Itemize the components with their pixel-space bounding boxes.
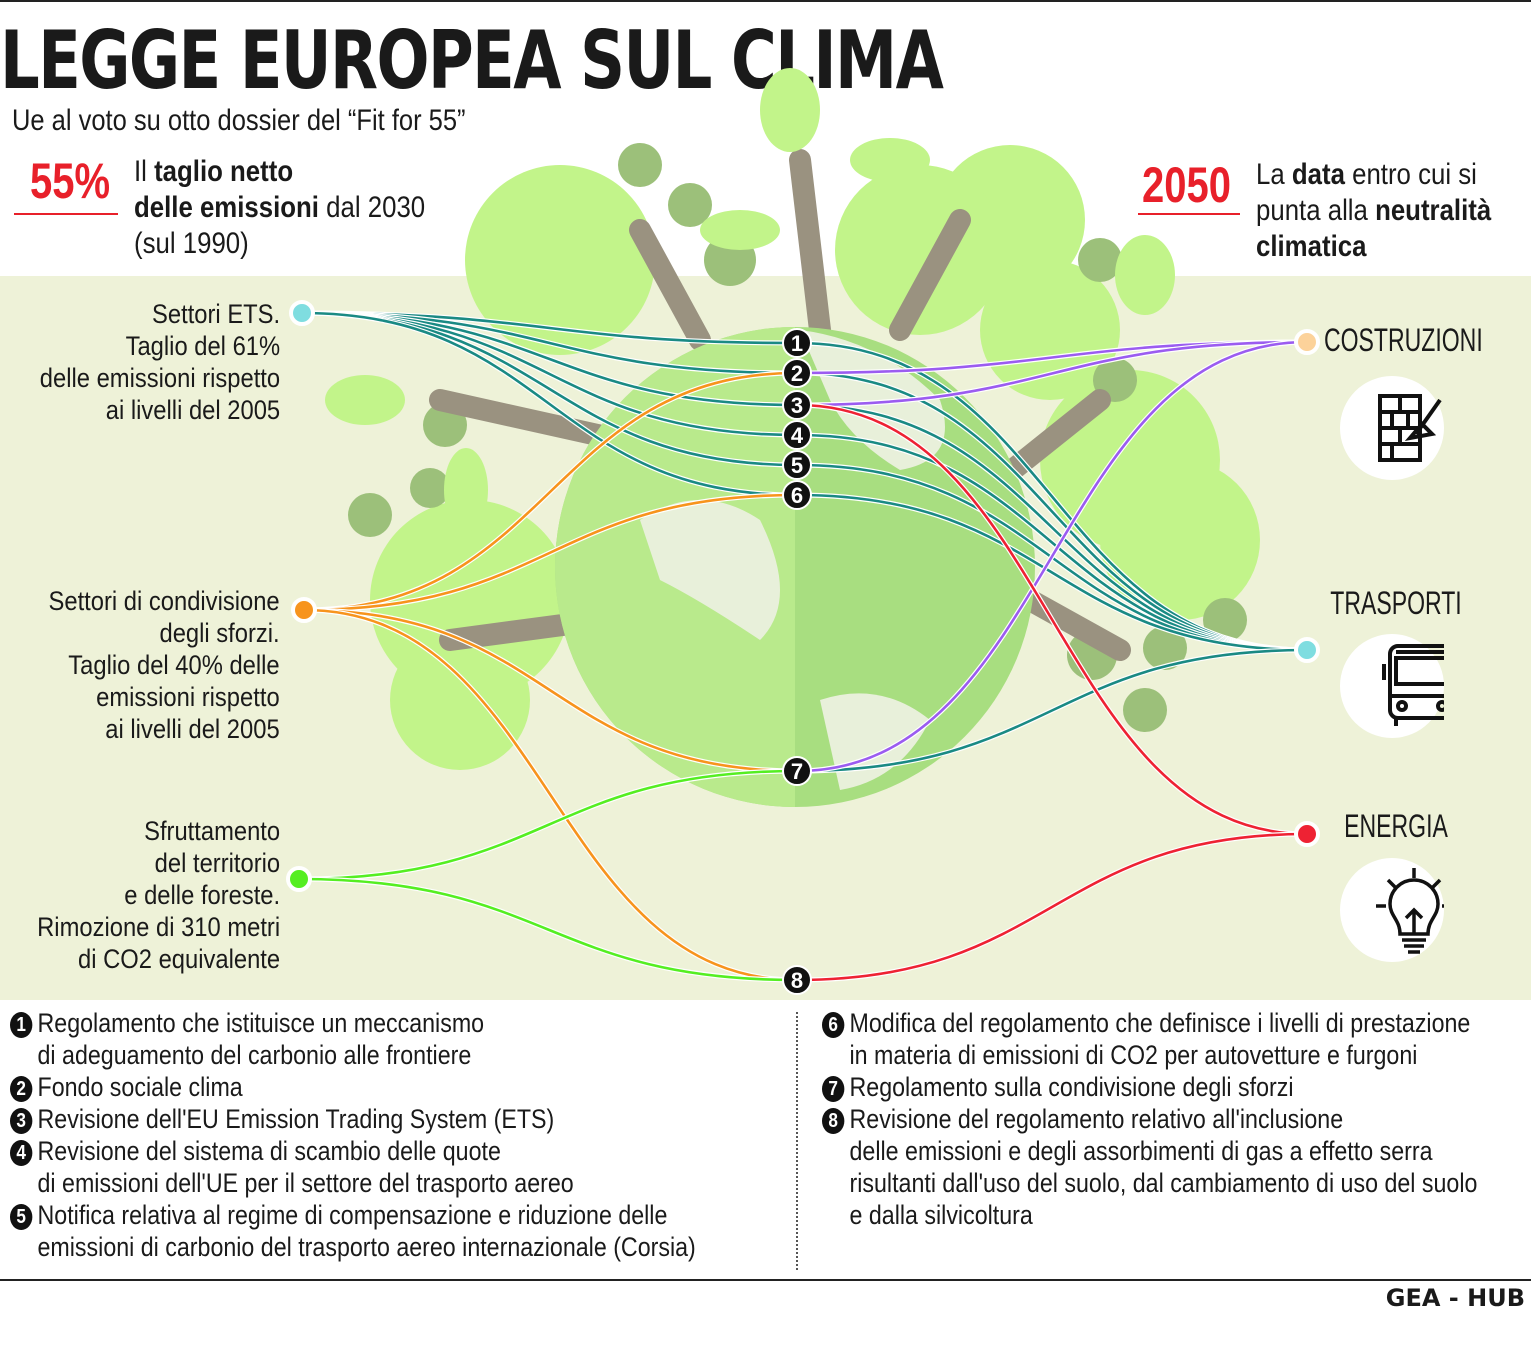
dossier-marker-5: 5 [782, 450, 812, 480]
svg-text:2: 2 [791, 361, 803, 386]
dossier-marker-2: 2 [782, 358, 812, 388]
dossier-marker-3: 3 [782, 390, 812, 420]
node-costruzioni [1294, 329, 1320, 355]
dossier-marker-1: 1 [782, 328, 812, 358]
node-condivisione [291, 597, 317, 623]
link-condivisione-6 [303, 493, 798, 612]
link-condivisione-2 [303, 371, 798, 612]
page-subtitle: Ue al voto su otto dossier del “Fit for … [12, 104, 466, 137]
target-label-costruzioni: COSTRUZIONI [1324, 322, 1483, 358]
stat-55-text: Il taglio netto delle emissioni dal 2030… [134, 155, 426, 260]
node-trasporti [1294, 637, 1320, 663]
stat-55-value: 55% [30, 153, 111, 209]
node-energia [1294, 821, 1320, 847]
tree-illustration [325, 68, 1260, 770]
link-7-costruzioni [796, 340, 1308, 773]
link-3-costruzioni [796, 340, 1308, 407]
legend-item-4-cont: di emissioni dell'UE per il settore del … [37, 1168, 574, 1198]
dossier-marker-7: 7 [782, 756, 812, 786]
link-7-trasporti [796, 648, 1308, 773]
credit: GEA - HUB [1385, 1284, 1525, 1312]
node-territorio [286, 866, 312, 892]
dossier-marker-4: 4 [782, 420, 812, 450]
stat-underline [1138, 213, 1240, 215]
legend-item-8-cont: delle emissioni e degli assorbimenti di … [849, 1136, 1433, 1166]
legend-item-8-cont: risultanti dall'uso del suolo, dal cambi… [849, 1168, 1478, 1198]
svg-text:4: 4 [791, 423, 804, 448]
target-label-energia: ENERGIA [1344, 808, 1448, 844]
link-8-energia [796, 832, 1308, 982]
link-condivisione-8 [303, 608, 798, 982]
legend-item-8-cont: e dalla silvicoltura [849, 1200, 1033, 1230]
svg-text:6: 6 [791, 483, 803, 508]
link-territorio-8 [298, 877, 798, 982]
svg-text:1: 1 [791, 331, 803, 356]
source-label-ets: Settori ETS.Taglio del 61%delle emission… [39, 299, 280, 425]
lightbulb-icon [1340, 858, 1452, 962]
stat-2050-text: La data entro cui si punta alla neutrali… [1256, 158, 1492, 263]
legend-divider [796, 1012, 798, 1270]
dossier-marker-6: 6 [782, 480, 812, 510]
link-6-trasporti [796, 493, 1308, 652]
node-ets [289, 300, 315, 326]
link-territorio-7 [298, 769, 798, 881]
legend-item-1-cont: di adeguamento del carbonio alle frontie… [37, 1040, 472, 1070]
svg-text:3: 3 [791, 393, 803, 418]
top-rule [0, 0, 1531, 2]
link-3-energia [796, 403, 1308, 836]
link-ets-6 [301, 311, 798, 497]
legend-item-5-cont: emissioni di carbonio del trasporto aere… [37, 1232, 696, 1262]
link-condivisione-7 [303, 608, 798, 773]
svg-text:8: 8 [791, 968, 803, 993]
legend-item-6-cont: in materia di emissioni di CO2 per autov… [849, 1040, 1418, 1070]
bus-icon [1340, 634, 1462, 738]
stat-2050-value: 2050 [1142, 157, 1231, 213]
target-label-trasporti: TRASPORTI [1330, 585, 1462, 621]
brick-wall-trowel-icon [1340, 376, 1444, 480]
dossier-marker-8: 8 [782, 965, 812, 995]
svg-text:7: 7 [791, 759, 803, 784]
bottom-rule [0, 1279, 1531, 1281]
svg-text:5: 5 [791, 453, 803, 478]
stat-underline [14, 213, 118, 215]
